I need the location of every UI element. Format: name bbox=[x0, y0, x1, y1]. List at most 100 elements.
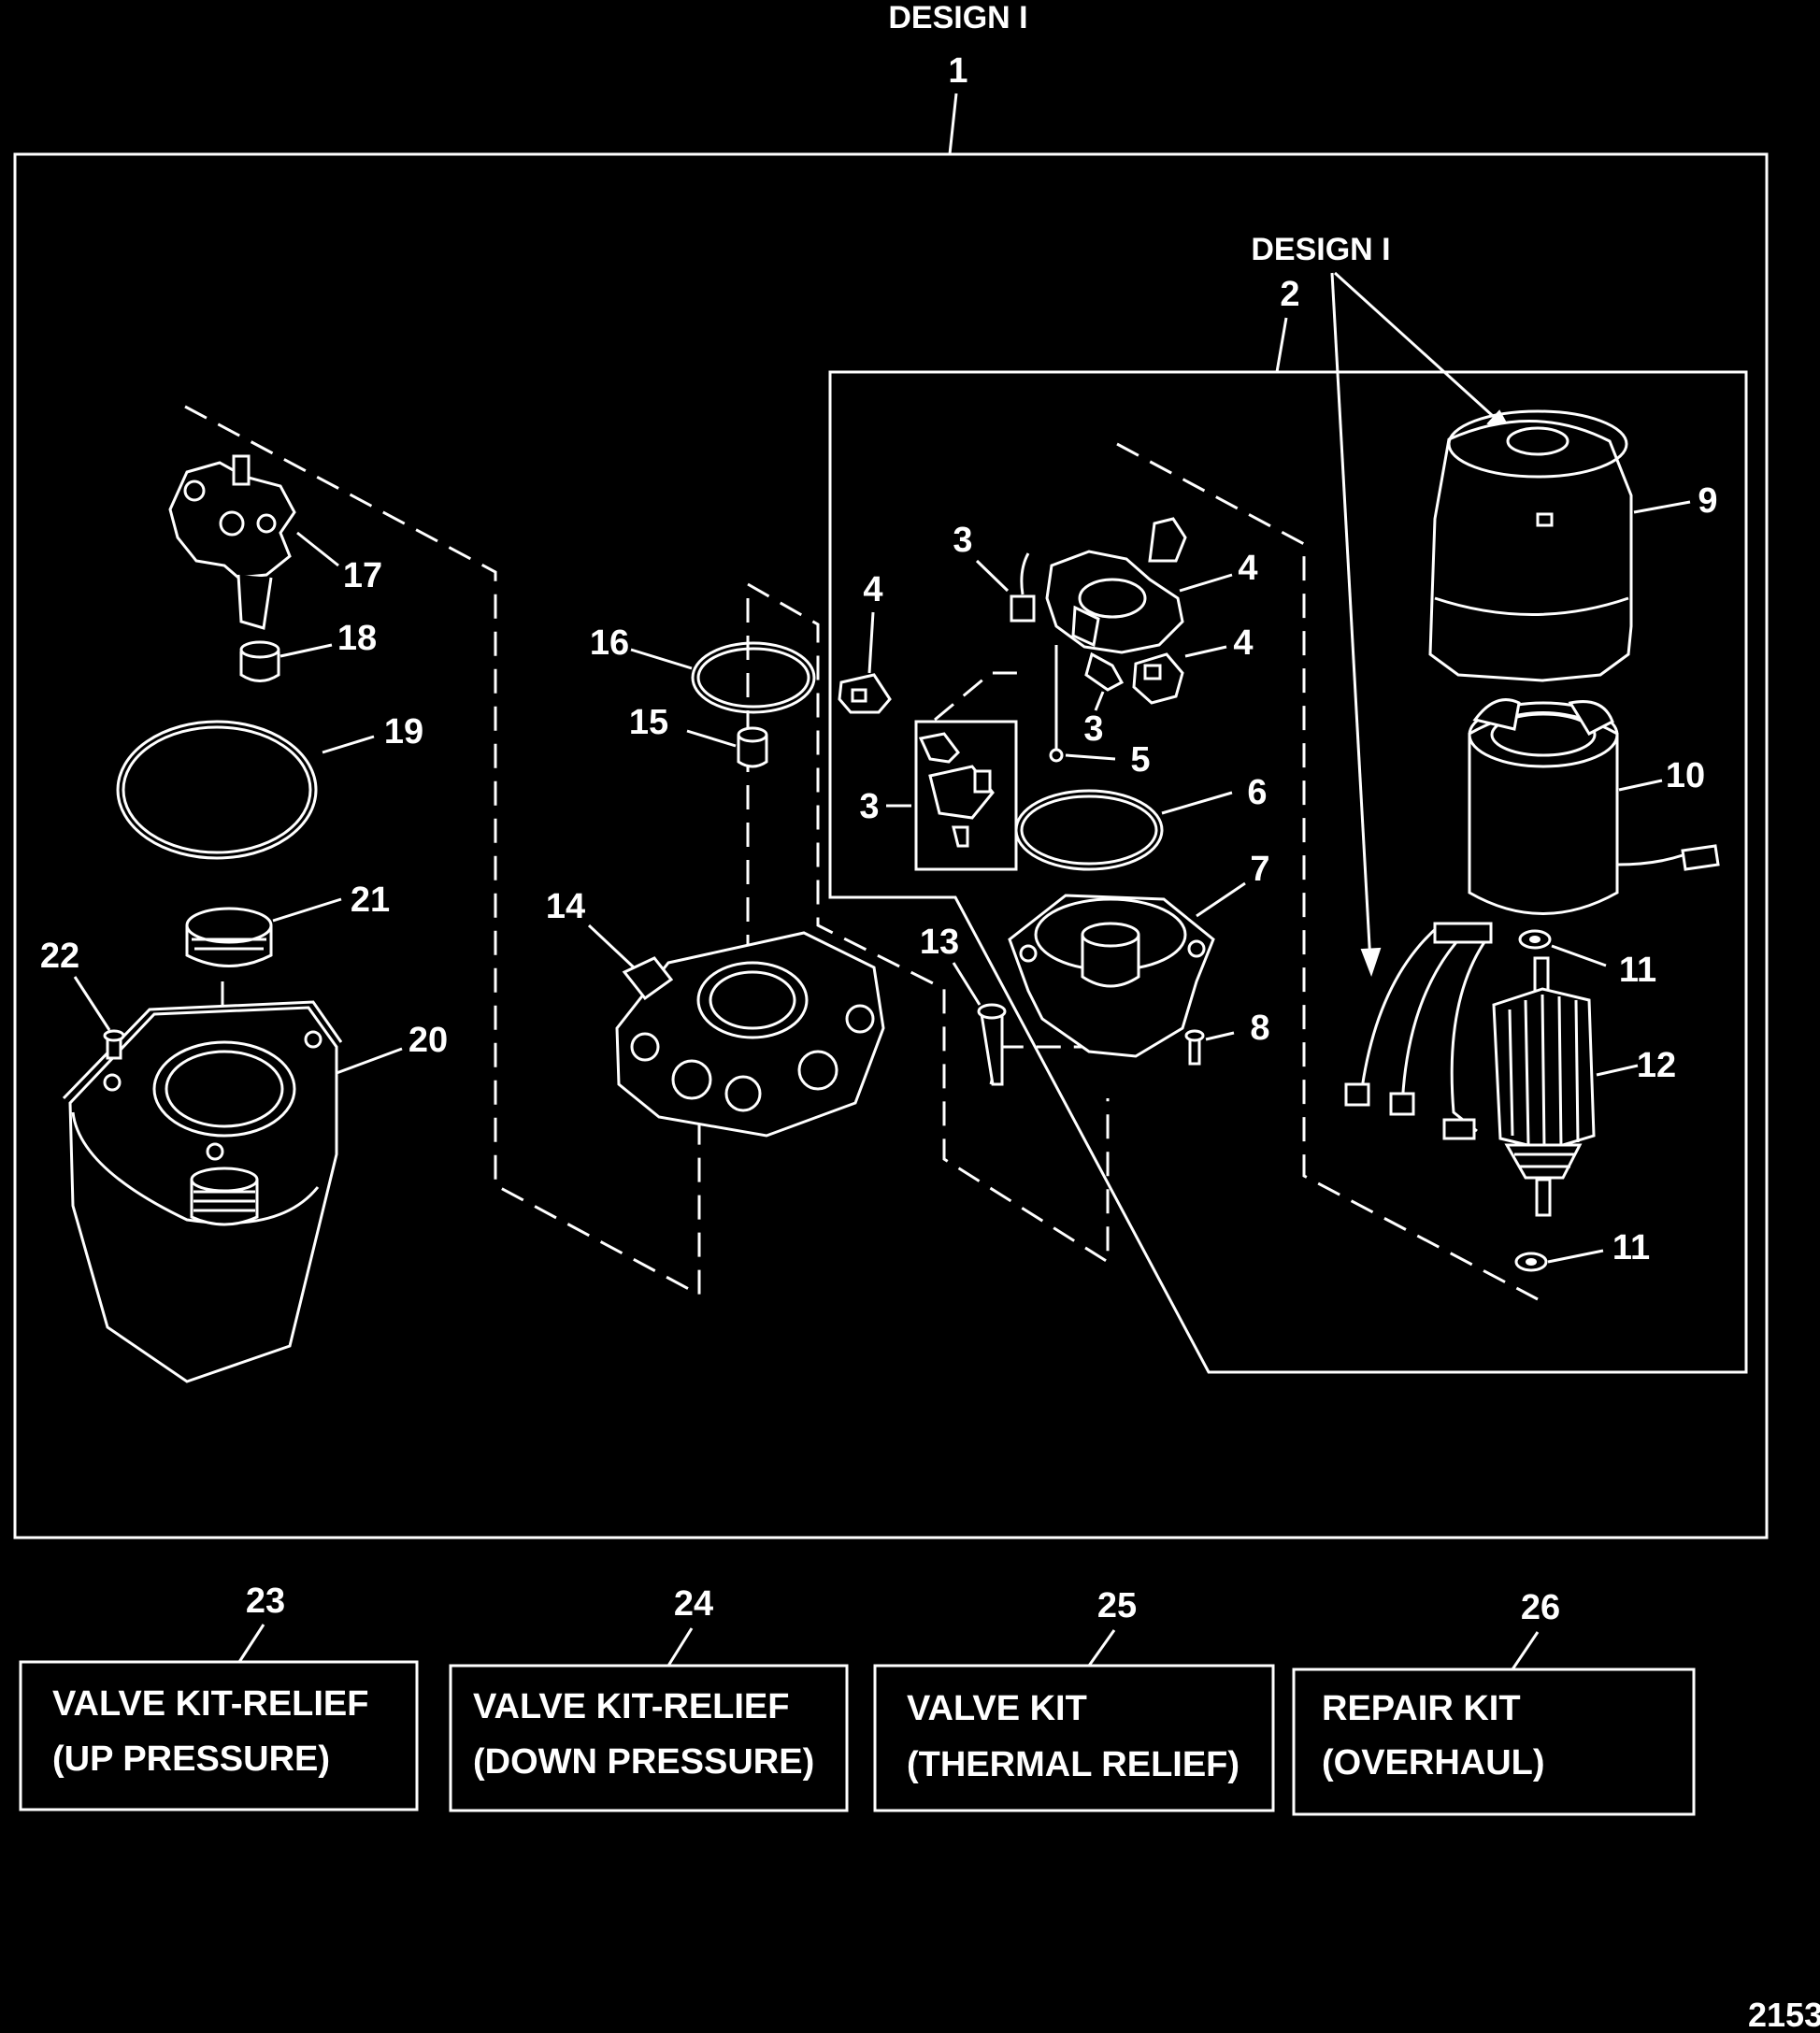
callout-7: 7 bbox=[1250, 850, 1269, 889]
part-8-screw bbox=[1184, 1029, 1205, 1066]
leader-10 bbox=[1618, 779, 1663, 792]
leader-14 bbox=[587, 923, 636, 969]
part-3-brush-box bbox=[914, 720, 1018, 871]
kit-24-line2: (DOWN PRESSURE) bbox=[473, 1742, 814, 1782]
part-6-oring bbox=[1014, 789, 1164, 871]
dash-outline-pump-base bbox=[747, 582, 1110, 1265]
callout-4-top: 4 bbox=[1238, 549, 1257, 588]
leader-15 bbox=[686, 729, 737, 748]
leader-4-right bbox=[1184, 645, 1227, 658]
leader-12 bbox=[1596, 1064, 1639, 1077]
kit-26-line2: (OVERHAUL) bbox=[1322, 1743, 1545, 1782]
leader-16 bbox=[630, 648, 693, 670]
callout-19: 19 bbox=[384, 712, 423, 752]
leader-11-bottom bbox=[1547, 1249, 1604, 1264]
kit-24-box bbox=[449, 1664, 849, 1812]
part-12-armature bbox=[1492, 956, 1596, 1217]
kit-25: 25 VALVE KIT (THERMAL RELIEF) bbox=[873, 1586, 1275, 1812]
callout-2: 2 bbox=[1280, 275, 1299, 314]
kit-24-line1: VALVE KIT-RELIEF bbox=[473, 1687, 790, 1726]
callout-18: 18 bbox=[337, 619, 377, 658]
part-15-spool bbox=[737, 726, 768, 768]
figure-number: 21538 bbox=[1748, 1996, 1820, 2033]
callout-15: 15 bbox=[629, 703, 668, 742]
kit-24-leader bbox=[666, 1627, 694, 1667]
part-4-clip-right bbox=[1132, 652, 1184, 705]
kit-23-box bbox=[19, 1660, 419, 1811]
part-17-pump-cover bbox=[168, 454, 296, 630]
kit-26-box bbox=[1292, 1668, 1696, 1816]
dash-link-switch bbox=[934, 671, 1024, 722]
leader-9 bbox=[1633, 500, 1691, 514]
part-10-motor-frame bbox=[1468, 698, 1720, 915]
kit-24: 24 VALVE KIT-RELIEF (DOWN PRESSURE) bbox=[449, 1584, 849, 1812]
callout-3-middle: 3 bbox=[1083, 709, 1103, 749]
leader-22 bbox=[73, 976, 111, 1031]
kit-25-line2: (THERMAL RELIEF) bbox=[907, 1745, 1240, 1784]
part-4-clip-left bbox=[838, 673, 892, 714]
callout-13: 13 bbox=[920, 923, 959, 962]
leader-1 bbox=[948, 93, 958, 155]
kit-23-leader bbox=[237, 1624, 265, 1663]
kit-26: 26 REPAIR KIT (OVERHAUL) bbox=[1292, 1588, 1696, 1816]
part-9-motor-cover bbox=[1428, 409, 1633, 682]
leader-4-left bbox=[867, 611, 875, 674]
dash-outline-motor bbox=[1116, 442, 1539, 1301]
kit-26-line1: REPAIR KIT bbox=[1322, 1689, 1521, 1728]
inner-assembly-frame bbox=[828, 370, 1748, 1374]
part-21-fill-cap bbox=[185, 907, 273, 967]
dash-outline-reservoir bbox=[184, 405, 701, 1297]
leader-3-middle bbox=[1094, 691, 1105, 711]
kit-25-line1: VALVE KIT bbox=[907, 1689, 1087, 1728]
leader-2 bbox=[1275, 317, 1288, 373]
design-arrow-cover bbox=[1333, 271, 1505, 427]
leader-21 bbox=[272, 897, 342, 923]
part-3-spring bbox=[1084, 651, 1125, 692]
leader-18 bbox=[279, 643, 333, 658]
callout-6: 6 bbox=[1247, 773, 1267, 812]
leader-3-top bbox=[975, 559, 1010, 593]
part-harness bbox=[1344, 922, 1493, 1140]
design-label-outer: DESIGN I bbox=[888, 0, 1027, 36]
callout-3-box: 3 bbox=[859, 787, 879, 826]
callout-8: 8 bbox=[1250, 1009, 1269, 1048]
callout-9: 9 bbox=[1698, 481, 1717, 521]
kit-23: 23 VALVE KIT-RELIEF (UP PRESSURE) bbox=[19, 1582, 419, 1811]
leader-7 bbox=[1196, 881, 1246, 918]
callout-16: 16 bbox=[590, 623, 629, 663]
part-20-reservoir bbox=[62, 1000, 343, 1383]
part-22-screw bbox=[103, 1029, 125, 1060]
callout-14: 14 bbox=[546, 887, 585, 926]
callout-4-right: 4 bbox=[1233, 623, 1253, 663]
callout-4-left: 4 bbox=[863, 570, 882, 609]
design-arrow-harness bbox=[1330, 272, 1372, 964]
kit-23-number: 23 bbox=[246, 1582, 285, 1621]
kit-25-leader bbox=[1087, 1629, 1116, 1667]
leader-20 bbox=[336, 1047, 403, 1075]
part-18-fitting bbox=[239, 640, 280, 682]
leader-19 bbox=[322, 735, 375, 754]
leader-8 bbox=[1205, 1031, 1235, 1041]
leader-4-top bbox=[1179, 573, 1233, 593]
kit-24-number: 24 bbox=[674, 1584, 713, 1624]
callout-11-top: 11 bbox=[1619, 951, 1656, 990]
part-13-screw bbox=[977, 1003, 1007, 1086]
leader-17 bbox=[296, 531, 339, 567]
leader-5 bbox=[1065, 753, 1116, 761]
kit-26-leader bbox=[1511, 1631, 1540, 1670]
part-5-stud bbox=[1049, 645, 1064, 763]
callout-21: 21 bbox=[351, 880, 390, 920]
kit-23-line2: (UP PRESSURE) bbox=[52, 1740, 330, 1779]
design-label-inner: DESIGN I bbox=[1251, 232, 1390, 267]
callout-20: 20 bbox=[408, 1021, 448, 1060]
kit-25-box bbox=[873, 1664, 1275, 1812]
part-16-oring bbox=[691, 641, 816, 714]
part-14-pump-body bbox=[615, 931, 885, 1138]
callout-5: 5 bbox=[1130, 740, 1150, 780]
kit-23-line1: VALVE KIT-RELIEF bbox=[52, 1684, 369, 1724]
callout-3-top: 3 bbox=[953, 521, 972, 560]
leader-11-top bbox=[1551, 944, 1607, 967]
kit-25-number: 25 bbox=[1097, 1586, 1137, 1625]
design-arrowhead-harness bbox=[1360, 947, 1382, 977]
leader-6 bbox=[1161, 791, 1233, 815]
